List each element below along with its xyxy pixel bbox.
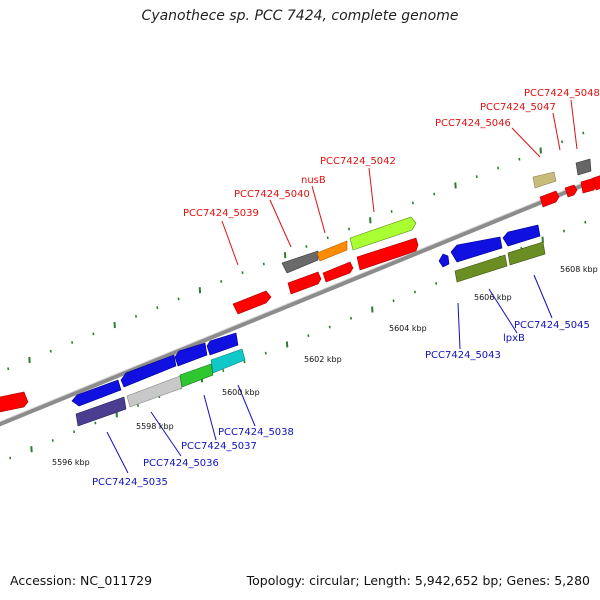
scale-labels: 5596 kbp 5598 kbp 5600 kbp 5602 kbp 5604… [52, 265, 598, 467]
gene-pcc7424-5047[interactable] [564, 184, 578, 198]
gene-unlabeled-red-4[interactable] [539, 190, 560, 208]
backbone-highlight [0, 175, 600, 423]
label-pcc7424-5039[interactable]: PCC7424_5039 [183, 208, 259, 219]
label-pcc7424-5043[interactable]: PCC7424_5043 [425, 350, 501, 361]
label-nusb[interactable]: nusB [301, 175, 326, 186]
gene-unlabeled-red-6[interactable] [592, 174, 600, 191]
gene-unlabeled-red-2[interactable] [322, 261, 354, 283]
label-pcc7424-5047[interactable]: PCC7424_5047 [480, 102, 556, 113]
gene-small-blue[interactable] [438, 253, 450, 268]
gene-pcc7424-5042[interactable] [349, 216, 417, 251]
label-pcc7424-5036[interactable]: PCC7424_5036 [143, 458, 219, 469]
label-lpxb[interactable]: lpxB [503, 333, 525, 344]
gene-pcc7424-5043[interactable] [450, 236, 503, 263]
scale-label-5598: 5598 kbp [136, 422, 174, 431]
backbone-line [0, 175, 600, 427]
gene-lpxb[interactable] [507, 241, 546, 266]
upper-gene-labels: PCC7424_5039 PCC7424_5040 nusB PCC7424_5… [183, 88, 600, 219]
genome-info-label: Topology: circular; Length: 5,942,652 bp… [246, 573, 590, 588]
gene-blue-upper-2[interactable] [174, 342, 208, 367]
scale-label-5604: 5604 kbp [389, 324, 427, 333]
scale-label-5608: 5608 kbp [560, 265, 598, 274]
label-pcc7424-5035[interactable]: PCC7424_5035 [92, 477, 168, 488]
map-title: Cyanothece sp. PCC 7424, complete genome [141, 8, 459, 24]
gene-blue-5034[interactable] [71, 379, 122, 407]
upper-tick-row [7, 131, 585, 371]
gene-blue-upper-1[interactable] [120, 354, 177, 388]
label-pcc7424-5048[interactable]: PCC7424_5048 [524, 88, 600, 99]
scale-label-5602: 5602 kbp [304, 355, 342, 364]
lower-gene-labels: PCC7424_5035 PCC7424_5036 PCC7424_5037 P… [92, 320, 590, 488]
gene-pcc7424-5043-green[interactable] [454, 254, 508, 283]
gene-pcc7424-5038[interactable] [210, 348, 246, 374]
label-pcc7424-5037[interactable]: PCC7424_5037 [181, 441, 257, 452]
label-pcc7424-5046[interactable]: PCC7424_5046 [435, 118, 511, 129]
upper-strand-genes [0, 158, 600, 413]
gene-pcc7424-5046[interactable] [532, 171, 557, 189]
label-pcc7424-5045[interactable]: PCC7424_5045 [514, 320, 590, 331]
gene-blue-upper-3[interactable] [206, 332, 239, 356]
label-pcc7424-5038[interactable]: PCC7424_5038 [218, 427, 294, 438]
scale-label-5606: 5606 kbp [474, 293, 512, 302]
gene-pcc7424-5037[interactable] [179, 363, 214, 388]
gene-pcc7424-5045-blue[interactable] [502, 224, 541, 247]
gene-unlabeled-red-1[interactable] [287, 271, 322, 295]
lower-strand-genes [71, 224, 546, 427]
label-pcc7424-5040[interactable]: PCC7424_5040 [234, 189, 310, 200]
gene-pcc7424-5048[interactable] [575, 158, 592, 176]
scale-label-5596: 5596 kbp [52, 458, 90, 467]
gene-arrow-left-edge[interactable] [0, 391, 29, 413]
gene-pcc7424-5035[interactable] [75, 396, 127, 427]
scale-label-5600: 5600 kbp [222, 388, 260, 397]
gene-unlabeled-red-3[interactable] [356, 237, 419, 271]
lower-tick-row [9, 220, 587, 460]
gene-pcc7424-5040[interactable] [281, 250, 319, 274]
accession-label: Accession: NC_011729 [10, 573, 153, 588]
gene-nusb[interactable] [316, 240, 348, 262]
leader-lines [106, 99, 578, 474]
gene-pcc7424-5036[interactable] [126, 375, 183, 408]
label-pcc7424-5042[interactable]: PCC7424_5042 [320, 156, 396, 167]
gene-pcc7424-5039[interactable] [232, 290, 272, 315]
